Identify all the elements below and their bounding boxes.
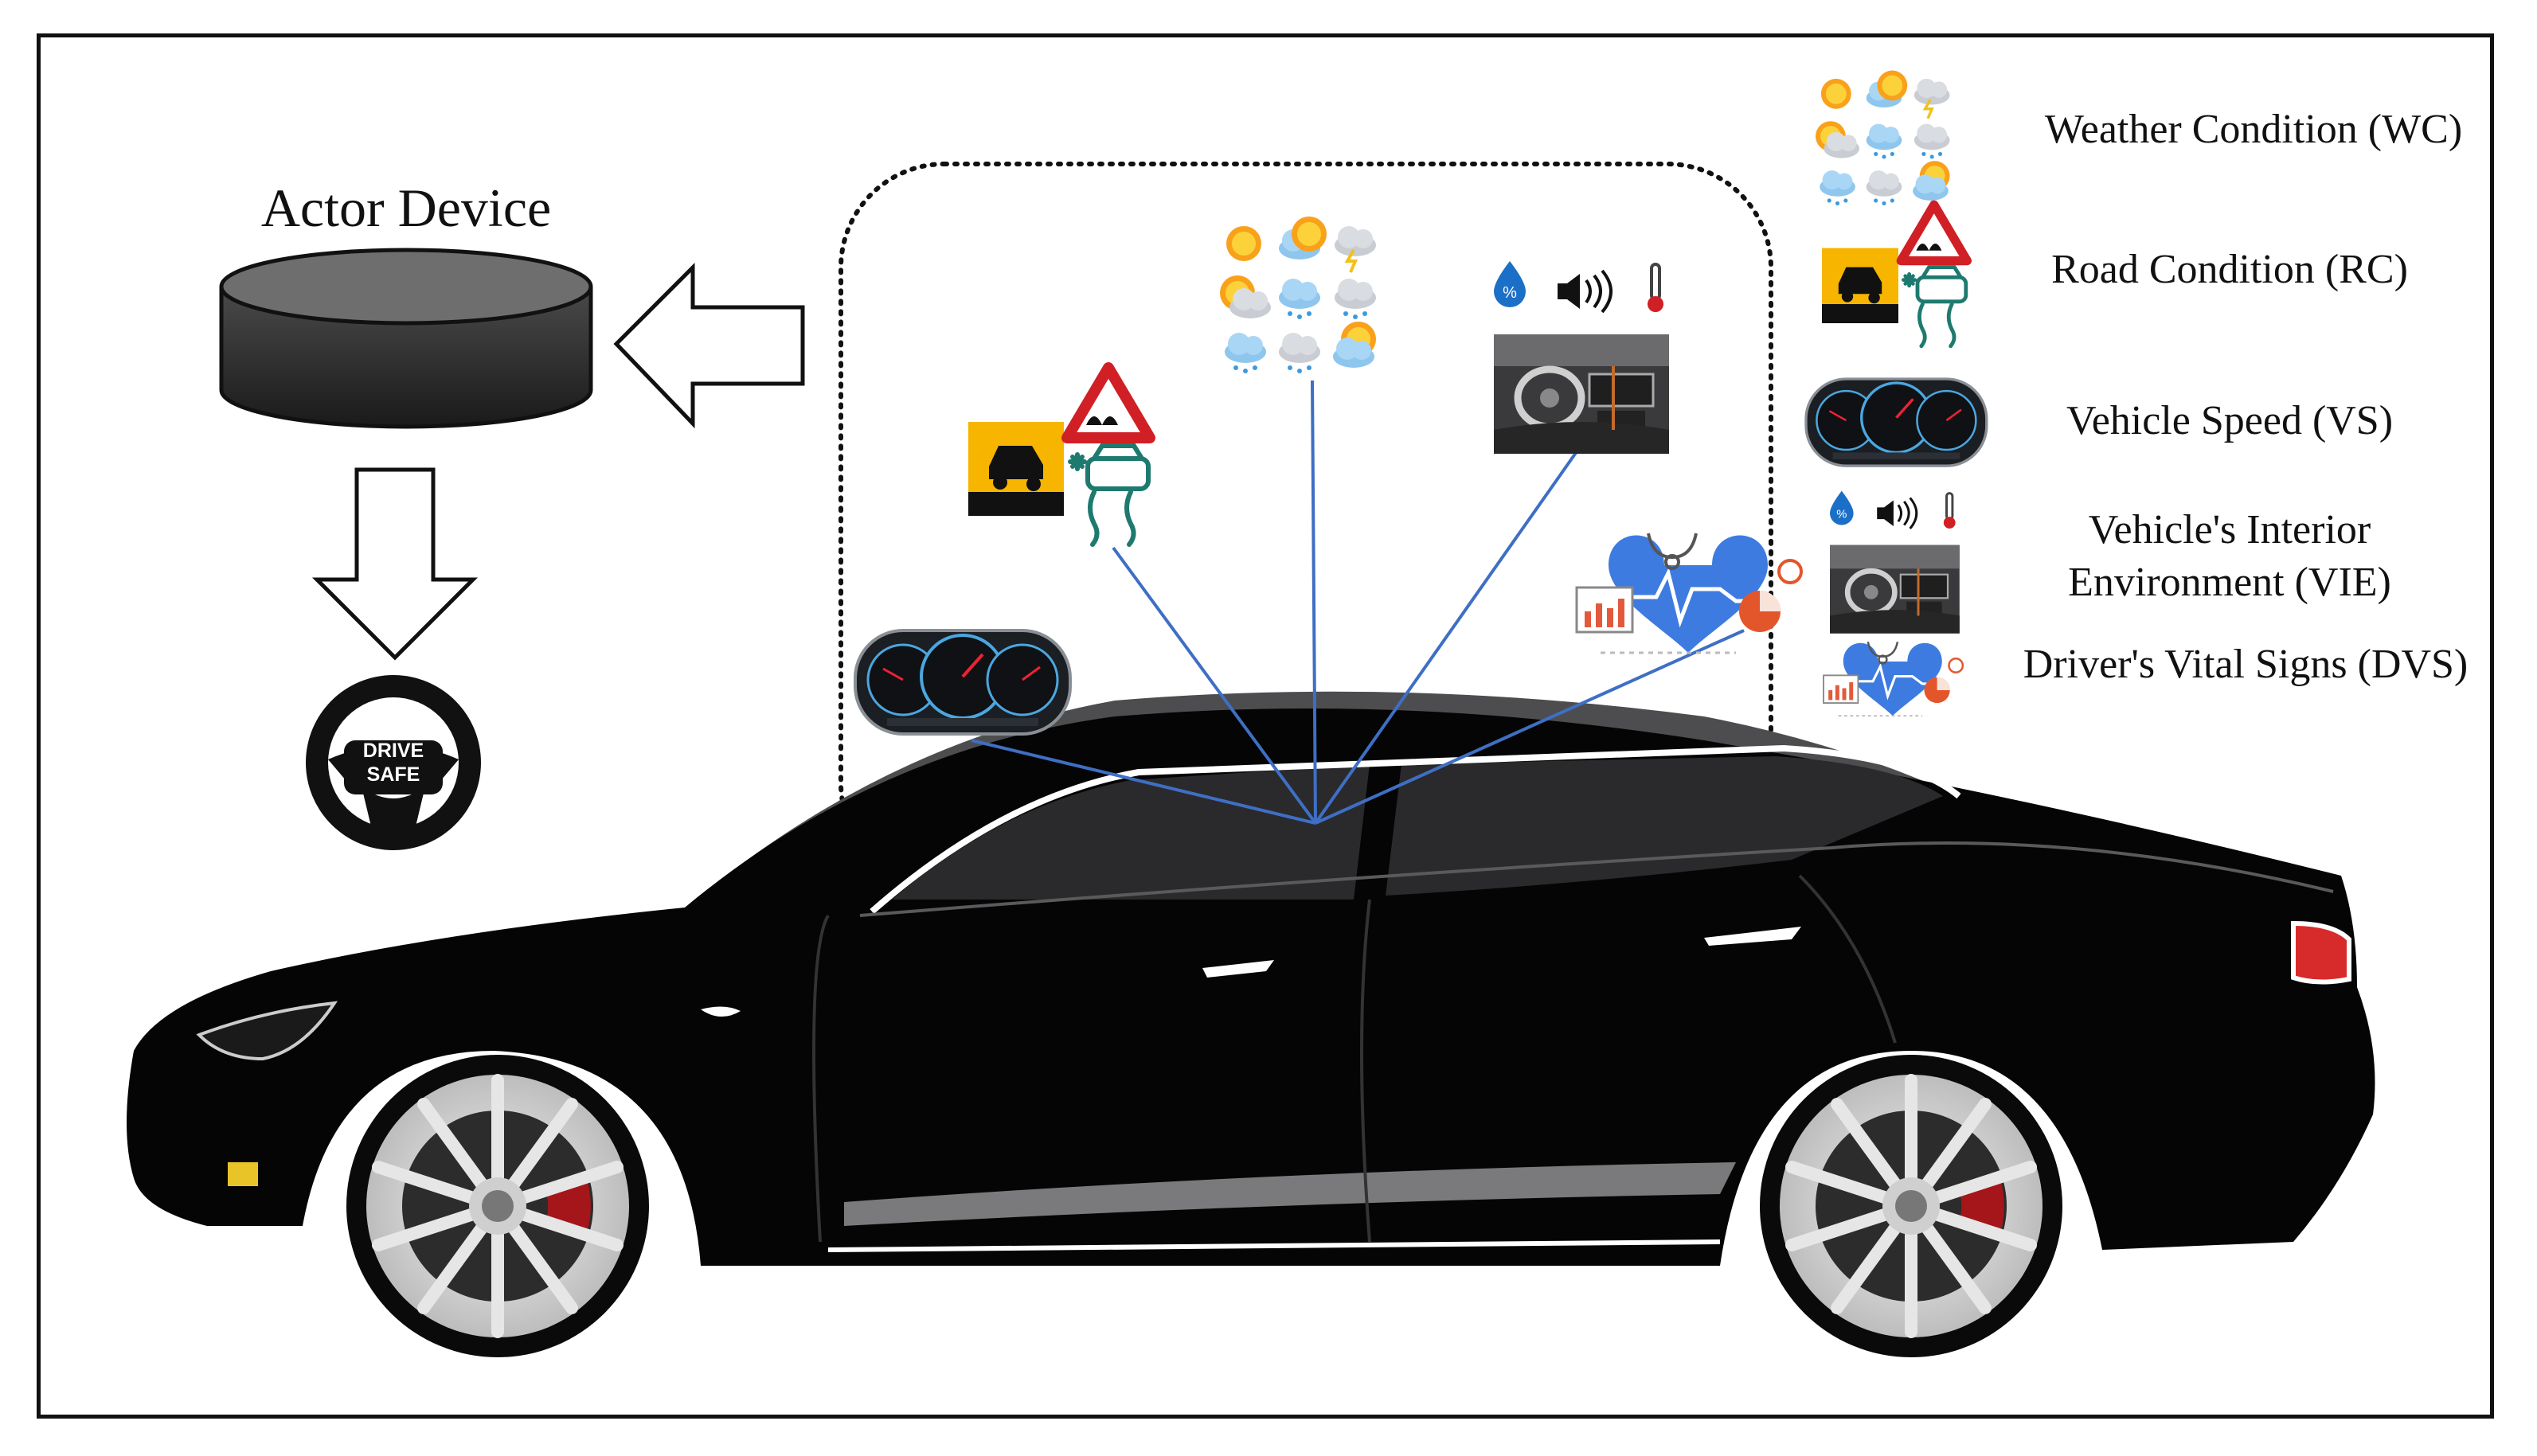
steering-wheel-icon (306, 675, 481, 850)
legend-road-icon (1822, 205, 1967, 346)
legend-road-label: Road Condition (RC) (2051, 247, 2408, 292)
arrow-down-icon (311, 467, 479, 661)
legend-interior-line1: Vehicle's Interior (2088, 507, 2371, 552)
speedometer-icon (854, 629, 1072, 736)
steering-wheel-label: DRIVE SAFE (346, 739, 441, 787)
sensor-connector-lines (971, 380, 1745, 825)
legend-vitals-label: Driver's Vital Signs (DVS) (2023, 642, 2469, 687)
vehicle-interior-icon (1494, 260, 1669, 454)
database-drum-icon (219, 248, 593, 429)
car (127, 691, 2375, 1357)
legend-weather-icon (1816, 71, 1950, 205)
legend-interior-icon (1830, 490, 1960, 634)
actor-device-title: Actor Device (260, 178, 552, 238)
legend-interior-line2: Environment (VIE) (2068, 560, 2391, 605)
road-condition-icon (968, 368, 1150, 545)
steering-wheel-label-line1: DRIVE (362, 740, 424, 762)
steering-wheel-label-line2: SAFE (366, 763, 420, 786)
legend-interior-label: Vehicle's Interior Environment (VIE) (1951, 504, 2508, 609)
arrow-left-icon (613, 262, 805, 429)
weather-icon-grid (1220, 217, 1376, 373)
legend-weather-label: Weather Condition (WC) (2044, 107, 2463, 152)
legend-vitals-icon (1822, 640, 1964, 717)
vital-signs-icon (1577, 533, 1801, 653)
legend-speed-label: Vehicle Speed (VS) (2066, 398, 2394, 443)
